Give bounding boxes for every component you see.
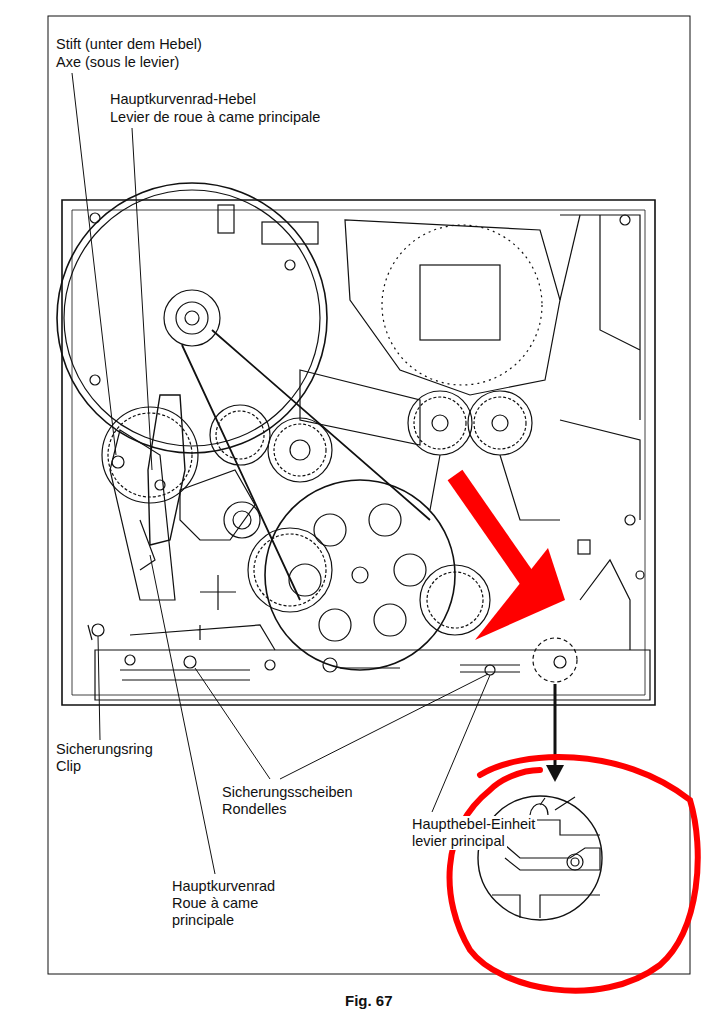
part-label: Axe (sous le levier): [54, 54, 181, 71]
part-label: Haupthebel-Einheit: [410, 816, 537, 833]
part-label: Sicherungsring: [54, 741, 155, 758]
part-label: Stift (unter dem Hebel): [54, 36, 204, 53]
part-label: Levier de roue à came principale: [108, 109, 322, 126]
part-label: Roue à came principale: [170, 895, 294, 929]
figure-caption: Fig. 67: [345, 992, 393, 1009]
part-label: Hauptkurvenrad-Hebel: [108, 91, 258, 108]
part-label: levier principal: [410, 833, 507, 850]
part-label: Hauptkurvenrad: [170, 878, 277, 895]
part-label: Sicherungsscheiben: [220, 784, 355, 801]
part-label: Clip: [54, 758, 83, 775]
part-label: Rondelles: [220, 801, 289, 818]
